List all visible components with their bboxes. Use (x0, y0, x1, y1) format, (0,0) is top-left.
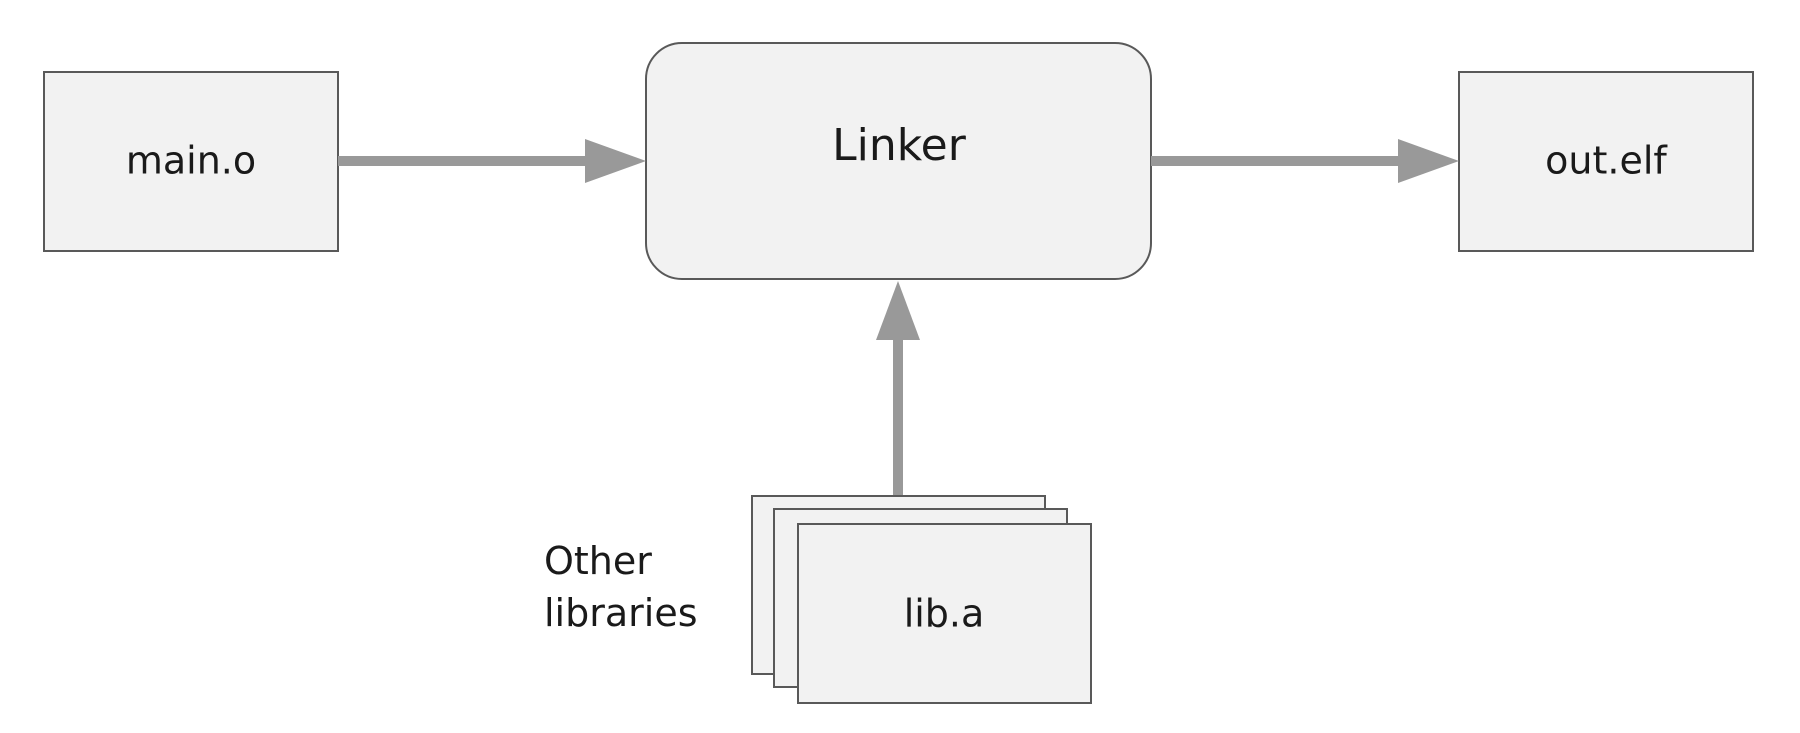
other-libraries-line-1: Other (544, 539, 652, 583)
arrow-main-to-linker (338, 139, 646, 183)
lib-a-box (797, 523, 1092, 704)
main-o-node: main.o (43, 71, 339, 252)
main-o-label: main.o (126, 139, 256, 183)
arrow-linker-to-output-head (1398, 139, 1459, 183)
out-elf-box (1458, 71, 1754, 252)
arrow-lib-to-linker (876, 281, 920, 495)
linker-node: Linker (645, 42, 1152, 280)
linker-label: Linker (832, 120, 967, 171)
other-libraries-line-2: libraries (544, 591, 698, 635)
lib-a-label: lib.a (904, 592, 985, 636)
out-elf-node: out.elf (1458, 71, 1754, 252)
library-stack: lib.a (751, 495, 1092, 704)
arrow-main-to-linker-head (585, 139, 646, 183)
out-elf-label: out.elf (1545, 139, 1668, 183)
arrow-linker-to-output (1151, 139, 1459, 183)
other-libraries-label: Other libraries (544, 539, 698, 635)
arrow-lib-to-linker-head (876, 281, 920, 340)
main-o-box (43, 71, 339, 252)
